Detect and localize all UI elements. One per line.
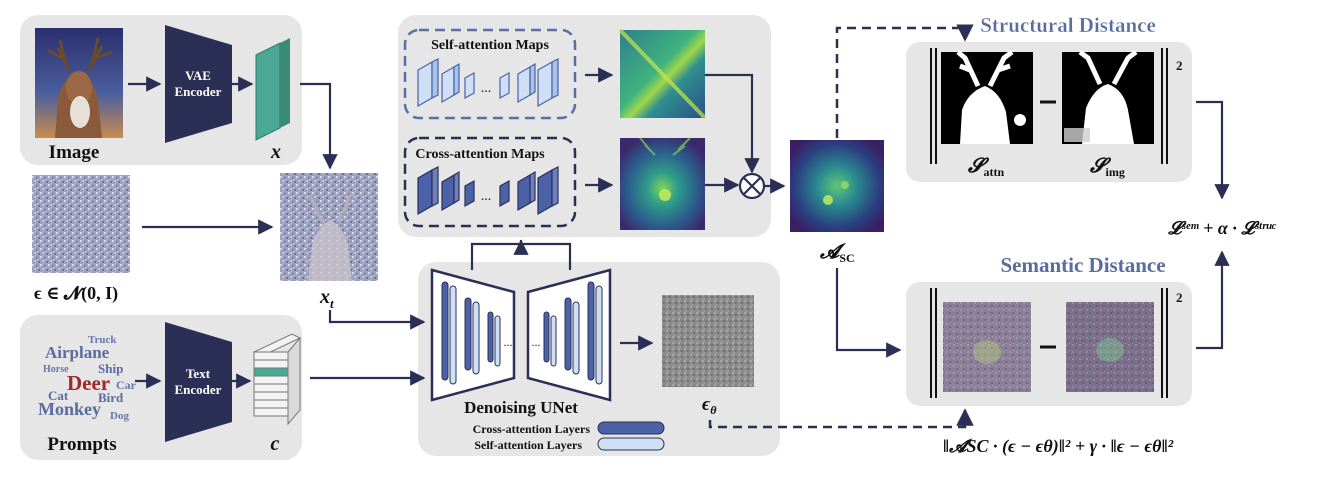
prompts-label: Prompts xyxy=(47,434,116,455)
cross-attention-title: Cross-attention Maps xyxy=(415,147,545,162)
semantic-title: Semantic Distance xyxy=(1000,253,1165,277)
noise-distribution-label: ϵ ∈ 𝓝(0, I) xyxy=(34,283,118,304)
word-bird: Bird xyxy=(98,390,124,405)
structural-exponent: 2 xyxy=(1176,58,1183,73)
text-encoder-block xyxy=(165,322,232,442)
image-label: Image xyxy=(49,142,100,163)
noise-image xyxy=(32,175,130,273)
weighted-noise-image xyxy=(943,302,1031,392)
word-car: Car xyxy=(116,378,137,392)
dashed-asc-to-structural xyxy=(835,24,974,138)
epsilon-theta-symbol: ϵθ xyxy=(702,394,717,417)
prompt-word-cloud: Truck Airplane Horse Ship Deer Car Cat B… xyxy=(38,334,137,422)
unet-encoder-ellipsis: ... xyxy=(504,335,513,349)
word-airplane: Airplane xyxy=(45,343,110,362)
text-encoder-label-line1: Text xyxy=(186,366,211,381)
word-deer: Deer xyxy=(67,371,110,395)
weighted-predicted-noise-image xyxy=(1066,302,1154,392)
semantic-exponent: 2 xyxy=(1176,290,1183,305)
arrow-xt-to-unet xyxy=(328,310,426,330)
self-attention-dashed-box xyxy=(403,28,577,120)
attention-mask-image xyxy=(941,50,1033,144)
self-attention-layers xyxy=(417,58,559,108)
multiply-operator xyxy=(738,172,766,200)
arrow-semantic-to-loss xyxy=(1196,250,1230,350)
arrow-latent-to-xt xyxy=(300,82,338,170)
cross-attention-dashed-box xyxy=(403,136,577,228)
arrow-structural-to-loss xyxy=(1196,100,1230,200)
text-embedding-stack xyxy=(252,333,302,426)
legend-self-swatch xyxy=(597,437,665,451)
image-mask-image xyxy=(1062,50,1154,144)
word-monkey: Monkey xyxy=(38,399,101,419)
word-cat: Cat xyxy=(48,388,69,403)
bottom-loss-formula: ‖𝓐SC · (ϵ − ϵθ)‖² + γ · ‖ϵ − ϵθ‖² xyxy=(943,436,1174,457)
self-attention-title: Self-attention Maps xyxy=(431,38,549,53)
unet-decoder-layers xyxy=(543,281,603,385)
xt-symbol: xt xyxy=(319,286,334,311)
vae-encoder-block xyxy=(165,25,232,143)
arrow-selfmap-to-multiply xyxy=(705,73,760,174)
legend-self-label: Self-attention Layers xyxy=(474,438,582,452)
latent-block xyxy=(255,38,290,141)
unet-title: Denoising UNet xyxy=(464,398,578,417)
word-truck: Truck xyxy=(88,334,117,346)
vae-encoder-label-line2: Encoder xyxy=(175,84,222,99)
deer-photo xyxy=(35,28,123,138)
total-loss-formula: 𝓛ˢᵉᵐ + α · 𝓛ˢᵗʳᵘᶜ xyxy=(1167,218,1277,238)
vae-encoder-label-line1: VAE xyxy=(185,68,211,83)
legend-cross-swatch xyxy=(597,421,665,435)
self-attention-map-image xyxy=(618,28,707,120)
arrow-asc-to-semantic xyxy=(835,268,902,358)
unet-encoder-layers xyxy=(441,281,501,385)
asc-symbol: 𝓐SC xyxy=(819,241,855,265)
cross-attention-map-image xyxy=(620,137,705,230)
cross-attention-layers xyxy=(417,166,559,216)
word-horse: Horse xyxy=(43,364,69,375)
legend-cross-label: Cross-attention Layers xyxy=(473,422,591,436)
predicted-noise-image xyxy=(662,295,754,387)
asc-map-image xyxy=(790,140,884,232)
noisy-deer-image xyxy=(280,173,378,281)
self-attention-ellipsis: ... xyxy=(481,81,492,96)
unet-decoder-ellipsis: ... xyxy=(532,335,541,349)
condition-c-symbol: c xyxy=(271,433,280,455)
cross-attention-ellipsis: ... xyxy=(481,189,492,204)
word-dog: Dog xyxy=(110,410,129,422)
text-encoder-label-line2: Encoder xyxy=(175,382,222,397)
structural-norm-bars xyxy=(930,48,1168,164)
semantic-norm-bars xyxy=(930,288,1168,398)
structural-title: Structural Distance xyxy=(980,13,1156,37)
dashed-output-to-semantic xyxy=(708,408,974,429)
latent-x-symbol: x xyxy=(270,141,281,163)
word-ship: Ship xyxy=(98,361,123,376)
